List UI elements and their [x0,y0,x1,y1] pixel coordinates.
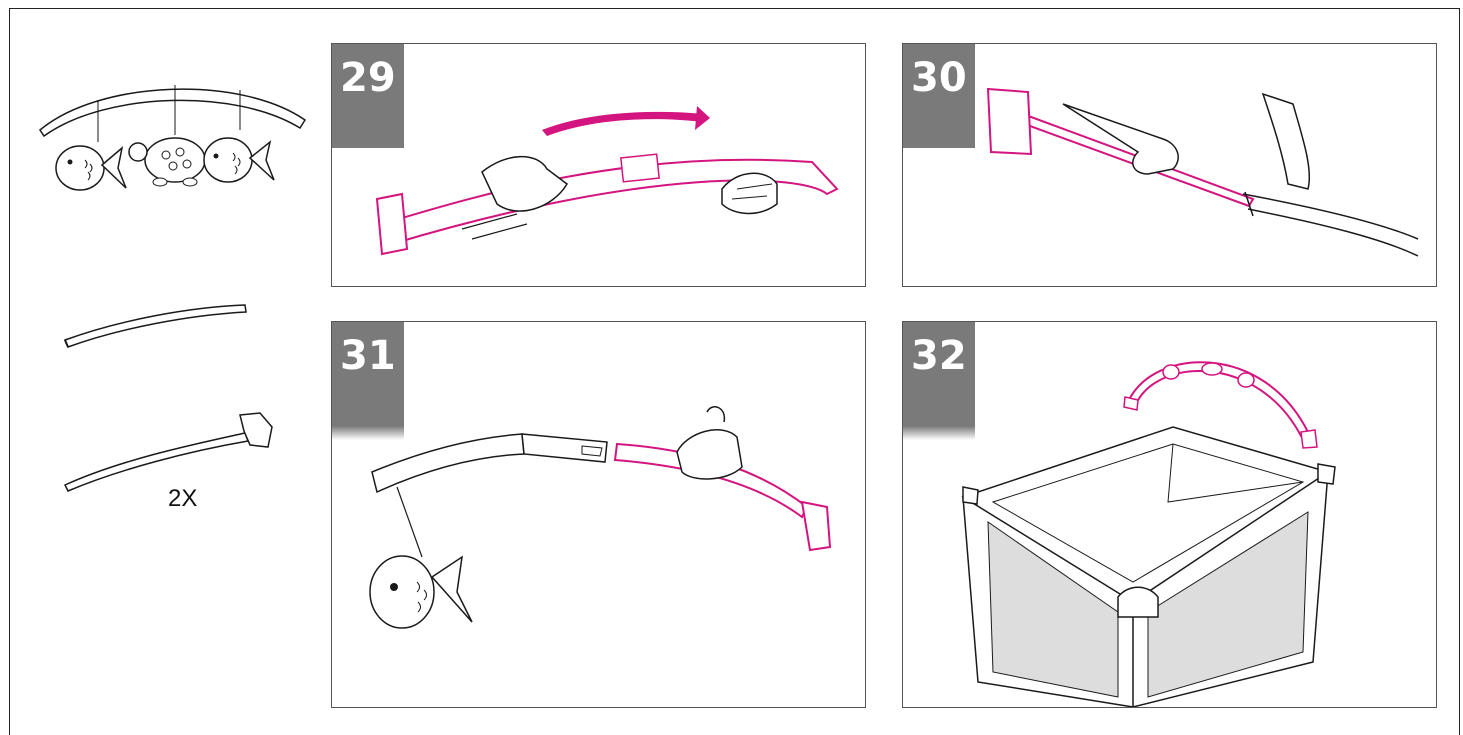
step-29-illustration [332,44,866,287]
step-badge-tab [332,390,404,426]
step-31-panel: 31 [331,321,866,708]
quantity-label: 2X [168,485,197,513]
step-29-panel: 29 [331,43,866,287]
step-30-panel: 30 [902,43,1437,287]
step-number: 30 [903,44,975,112]
step-31-illustration [332,322,866,708]
step-number: 31 [332,322,404,390]
step-number: 29 [332,44,404,112]
arch-end-connector-part-illustration [60,405,290,495]
step-badge-tab [903,390,975,426]
step-badge-tab [332,112,404,148]
step-badge-fade [903,426,975,440]
step-32-panel: 32 [902,321,1437,708]
step-number: 32 [903,322,975,390]
step-30-illustration [903,44,1437,287]
step-32-illustration [903,322,1437,708]
arch-tube-part-illustration [60,295,260,355]
step-badge-fade [332,426,404,440]
mobile-arch-with-toys-illustration [30,60,315,220]
step-badge-tab [903,112,975,148]
